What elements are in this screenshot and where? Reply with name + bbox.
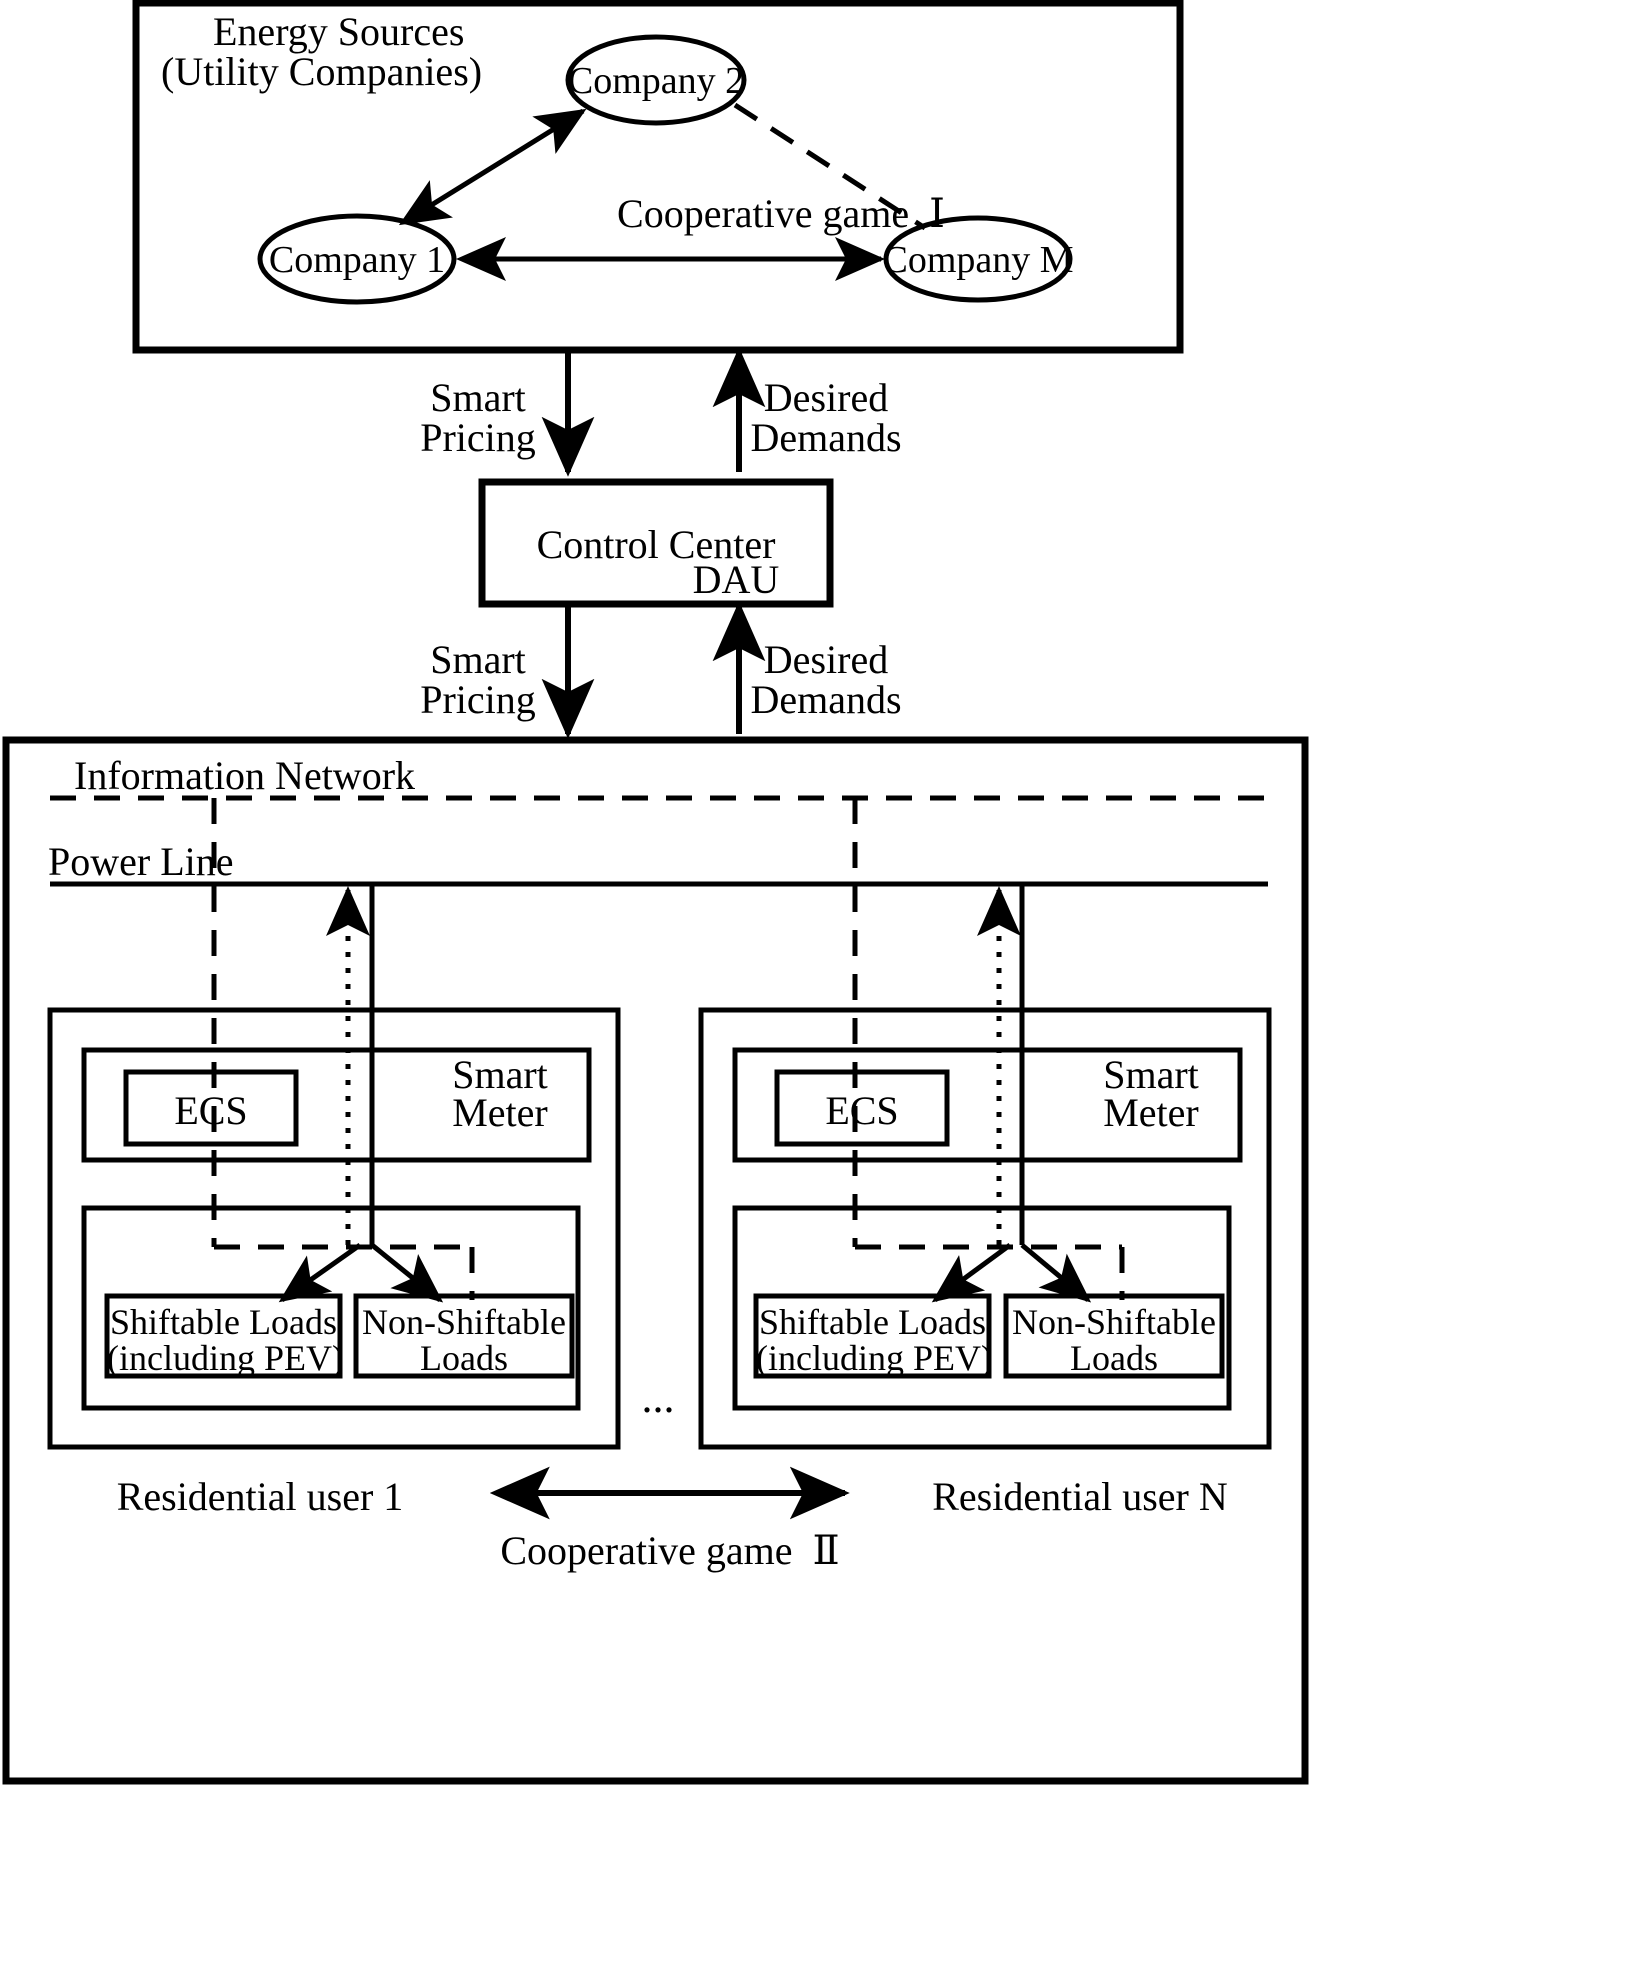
- userN-ecs-label: ECS: [825, 1088, 899, 1133]
- edge-company1-company2: [398, 108, 587, 226]
- desired-demands-lower-line1: Desired: [763, 637, 889, 682]
- user1-smart-meter-label-line1: Smart: [452, 1052, 548, 1097]
- smart-pricing-lower-line2: Pricing: [420, 677, 536, 722]
- userN-loads-group-box: [732, 1205, 1232, 1411]
- user1-ecs-box: [123, 1069, 299, 1147]
- user1-nonshiftable-loads-label-line2: Loads: [420, 1338, 508, 1378]
- cooperative-game-2-label: Cooperative game Ⅱ: [500, 1528, 840, 1573]
- energy-sources-panel: [132, 0, 1184, 354]
- desired-demands-upper-line1: Desired: [763, 375, 889, 420]
- user1-load-feed-nonshiftable: [370, 1243, 444, 1303]
- userN-smart-meter-box: [732, 1047, 1243, 1163]
- userN-ecs-box: [774, 1069, 950, 1147]
- information-network-panel: [2, 736, 1309, 1785]
- company-2-label: Company 2: [567, 60, 745, 102]
- energy-sources-label-line2: (Utility Companies): [161, 49, 483, 94]
- userN-nonshiftable-loads-box: [1003, 1293, 1225, 1379]
- user1-nonshiftable-loads-box: [353, 1293, 575, 1379]
- smart-pricing-lower-line1: Smart: [430, 637, 526, 682]
- user1-shiftable-loads-label-line2: (including PEV): [107, 1338, 344, 1378]
- control-center-title: Control Center: [536, 522, 776, 567]
- user1-smart-meter-box: [81, 1047, 592, 1163]
- power-line-label: Power Line: [48, 839, 234, 884]
- user1-caption: Residential user 1: [116, 1474, 404, 1519]
- userN-caption: Residential user N: [932, 1474, 1228, 1519]
- energy-sources-label-line1: Energy Sources: [213, 9, 465, 54]
- user1-load-feed-shiftable: [278, 1242, 362, 1303]
- company-1-label: Company 1: [268, 239, 446, 281]
- userN-smart-meter-label-line2: Meter: [1103, 1090, 1199, 1135]
- control-center-box: [478, 478, 834, 608]
- desired-demands-lower-line2: Demands: [750, 677, 902, 722]
- company-2-node: [565, 34, 747, 126]
- user1-shiftable-loads-label-line1: Shiftable Loads: [110, 1302, 337, 1342]
- cooperative-game-1-label: Cooperative game Ⅰ: [617, 191, 945, 236]
- userN-nonshiftable-loads-label-line2: Loads: [1070, 1338, 1158, 1378]
- company-m-label: Company M: [882, 239, 1074, 281]
- userN-shiftable-loads-label-line1: Shiftable Loads: [759, 1302, 986, 1342]
- smart-pricing-upper-line1: Smart: [430, 375, 526, 420]
- information-network-label: Information Network: [74, 753, 416, 798]
- userN-load-feed-shiftable: [931, 1242, 1012, 1303]
- smart-pricing-upper-line2: Pricing: [420, 415, 536, 460]
- user1-nonshiftable-loads-label-line1: Non-Shiftable: [362, 1302, 566, 1342]
- company-m-node: [883, 215, 1073, 303]
- userN-nonshiftable-loads-label-line1: Non-Shiftable: [1012, 1302, 1216, 1342]
- userN-outer-box: [698, 1007, 1272, 1450]
- userN-shiftable-loads-label-line2: (including PEV): [756, 1338, 993, 1378]
- user1-loads-group-box: [81, 1205, 581, 1411]
- control-center-subtitle: DAU: [692, 557, 780, 602]
- user1-shiftable-loads-box: [104, 1293, 343, 1379]
- user1-smart-meter-label-line2: Meter: [452, 1090, 548, 1135]
- desired-demands-upper-line2: Demands: [750, 415, 902, 460]
- userN-shiftable-loads-box: [753, 1293, 992, 1379]
- user1-outer-box: [47, 1007, 621, 1450]
- users-ellipsis: ...: [641, 1373, 675, 1422]
- edge-company2-companym: [733, 102, 927, 231]
- userN-smart-meter-label-line1: Smart: [1103, 1052, 1199, 1097]
- company-1-node: [257, 213, 457, 305]
- userN-load-feed-nonshiftable: [1020, 1243, 1092, 1303]
- user1-ecs-label: ECS: [174, 1088, 248, 1133]
